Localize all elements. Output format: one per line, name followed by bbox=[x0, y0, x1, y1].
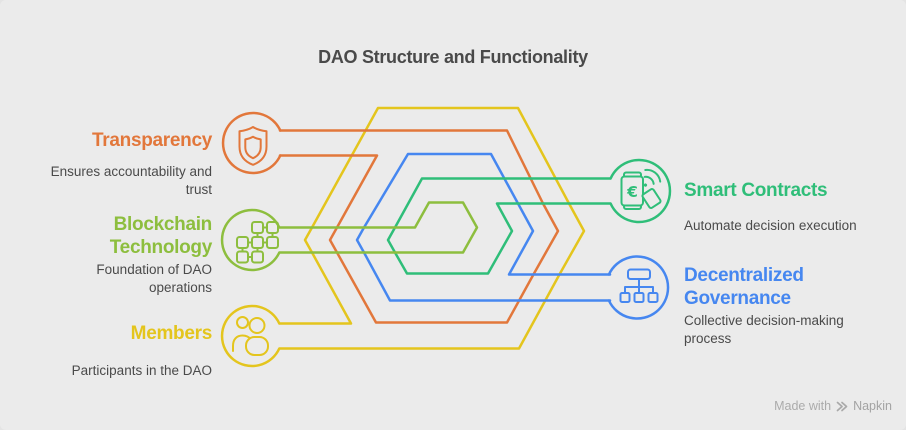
blockchain-ring bbox=[220, 201, 479, 272]
napkin-logo-icon bbox=[836, 401, 848, 411]
smart-contracts-label: Smart Contracts bbox=[684, 180, 828, 201]
decentralized-governance-label: Decentralized Governance bbox=[684, 265, 804, 309]
page-title: DAO Structure and Functionality bbox=[318, 47, 588, 67]
watermark-brand: Napkin bbox=[853, 399, 892, 413]
people-icon bbox=[232, 316, 269, 356]
watermark-prefix: Made with bbox=[774, 399, 832, 413]
blockchain-technology-description: Foundation of DAO operations bbox=[96, 262, 212, 295]
blockchain-technology-label: Blockchain Technology bbox=[109, 214, 213, 258]
governance-circle bbox=[607, 255, 670, 320]
blocks-icon bbox=[236, 221, 279, 264]
blockchain-circle bbox=[220, 208, 281, 272]
contract-icon: € bbox=[620, 168, 662, 210]
transparency-ring bbox=[221, 111, 560, 324]
transparency-circle bbox=[221, 111, 282, 175]
smart-contracts-ring bbox=[386, 158, 672, 275]
decentralized-governance-description: Collective decision-making process bbox=[684, 313, 844, 346]
members-description: Participants in the DAO bbox=[71, 363, 212, 378]
members-label: Members bbox=[130, 323, 213, 344]
members-ring bbox=[220, 106, 586, 368]
smart-contracts-circle bbox=[609, 158, 672, 224]
transparency-label: Transparency bbox=[92, 130, 212, 151]
smart-contracts-description: Automate decision execution bbox=[684, 218, 857, 233]
shield-icon bbox=[238, 126, 268, 166]
euro-symbol: € bbox=[626, 183, 638, 201]
hierarchy-icon bbox=[619, 268, 659, 303]
transparency-description: Ensures accountability and trust bbox=[50, 164, 212, 197]
governance-ring bbox=[355, 152, 670, 320]
members-circle bbox=[220, 304, 281, 368]
watermark: Made with Napkin bbox=[774, 399, 892, 413]
